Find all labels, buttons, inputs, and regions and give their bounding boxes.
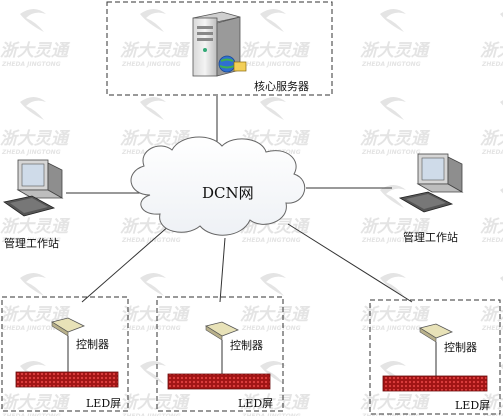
controller-icon [418, 323, 453, 343]
watermark-subtext: ZHEDA JINGTONG [241, 237, 301, 244]
watermark-subtext: ZHEDA JINGTONG [121, 237, 181, 244]
watermark-subtext: ZHEDA JINGTONG [121, 61, 181, 68]
workstation-right-label: 管理工作站 [403, 230, 458, 244]
watermark-subtext: ZHEDA JINGTONG [241, 325, 301, 332]
watermark-text: 浙大灵通 [0, 305, 71, 325]
watermark-subtext: ZHEDA JINGTONG [361, 61, 421, 68]
watermark-subtext: ZHEDA JINGTONG [481, 149, 503, 156]
led-group-1: 控制器 LED屏 [1, 296, 129, 412]
led-screen-icon [15, 371, 119, 388]
watermark-subtext: ZHEDA JINGTONG [241, 61, 301, 68]
computer-icon [3, 159, 64, 217]
watermark-text: 浙大灵通 [480, 41, 503, 61]
link-cloud-controller-1 [81, 224, 171, 303]
watermark-subtext: ZHEDA JINGTONG [361, 325, 421, 332]
watermark-text: 浙大灵通 [240, 393, 311, 413]
watermark-subtext: ZHEDA JINGTONG [1, 413, 61, 416]
watermark-subtext: ZHEDA JINGTONG [481, 325, 503, 332]
core-server-group: 核心服务器 [106, 1, 333, 96]
watermark-text: 浙大灵通 [120, 41, 191, 61]
watermark-text: 浙大灵通 [360, 129, 431, 149]
watermark-text: 浙大灵通 [360, 393, 431, 413]
watermark-text: 浙大灵通 [360, 41, 431, 61]
watermark-text: 浙大灵通 [240, 305, 311, 325]
led-group-2: 控制器 LED屏 [156, 296, 284, 412]
led-label: LED屏 [455, 399, 490, 412]
watermark-subtext: ZHEDA JINGTONG [481, 61, 503, 68]
workstation-right: 管理工作站 [398, 153, 464, 244]
led-group-frame [369, 299, 501, 415]
watermark-text: 浙大灵通 [480, 305, 503, 325]
watermark-text: 浙大灵通 [480, 393, 503, 413]
workstation-left-label: 管理工作站 [4, 236, 59, 250]
watermark-text: 浙大灵通 [240, 41, 311, 61]
controller-label: 控制器 [76, 337, 109, 351]
controller-label: 控制器 [230, 338, 263, 352]
watermark-text: 浙大灵通 [480, 217, 503, 237]
core-server-frame [106, 1, 333, 96]
controller-label: 控制器 [444, 340, 477, 354]
watermark-subtext: ZHEDA JINGTONG [1, 325, 61, 332]
watermark-subtext: ZHEDA JINGTONG [121, 413, 181, 416]
watermark-subtext: ZHEDA JINGTONG [1, 149, 61, 156]
connection-lines [66, 96, 413, 303]
controller-icon [204, 321, 239, 341]
watermark-subtext: ZHEDA JINGTONG [241, 413, 301, 416]
watermark-subtext: ZHEDA JINGTONG [1, 61, 61, 68]
link-cloud-controller-2 [219, 237, 226, 303]
led-screen-icon [382, 375, 488, 392]
core-server-label: 核心服务器 [254, 79, 309, 93]
link-cloud-controller-3 [287, 223, 413, 303]
watermark-subtext: ZHEDA JINGTONG [121, 325, 181, 332]
watermark-subtext: ZHEDA JINGTONG [361, 149, 421, 156]
watermark-text: 浙大灵通 [360, 217, 431, 237]
led-screen-icon [167, 373, 271, 390]
watermark-subtext: ZHEDA JINGTONG [481, 237, 503, 244]
computer-icon [398, 153, 464, 213]
watermark-text: 浙大灵通 [120, 393, 191, 413]
watermark-text: 浙大灵通 [360, 305, 431, 325]
controller-icon [50, 317, 85, 337]
watermark-text: 浙大灵通 [0, 129, 71, 149]
watermark-text: 浙大灵通 [0, 217, 71, 237]
led-label: LED屏 [238, 397, 273, 410]
watermark-text: 浙大灵通 [120, 129, 191, 149]
led-group-3: 控制器 LED屏 [369, 299, 501, 415]
workstation-left: 管理工作站 [3, 159, 64, 250]
led-label: LED屏 [86, 397, 121, 410]
watermark-text: 浙大灵通 [480, 129, 503, 149]
watermark-text: 浙大灵通 [0, 393, 71, 413]
watermark-text: 浙大灵通 [120, 305, 191, 325]
watermark-text: 浙大灵通 [0, 41, 71, 61]
watermark-subtext: ZHEDA JINGTONG [361, 237, 421, 244]
network-label: DCN网 [202, 184, 254, 202]
server-icon [192, 11, 241, 77]
cloud-icon: DCN网 [130, 136, 306, 236]
watermark-subtext: ZHEDA JINGTONG [1, 237, 61, 244]
globe-icon [218, 55, 247, 73]
